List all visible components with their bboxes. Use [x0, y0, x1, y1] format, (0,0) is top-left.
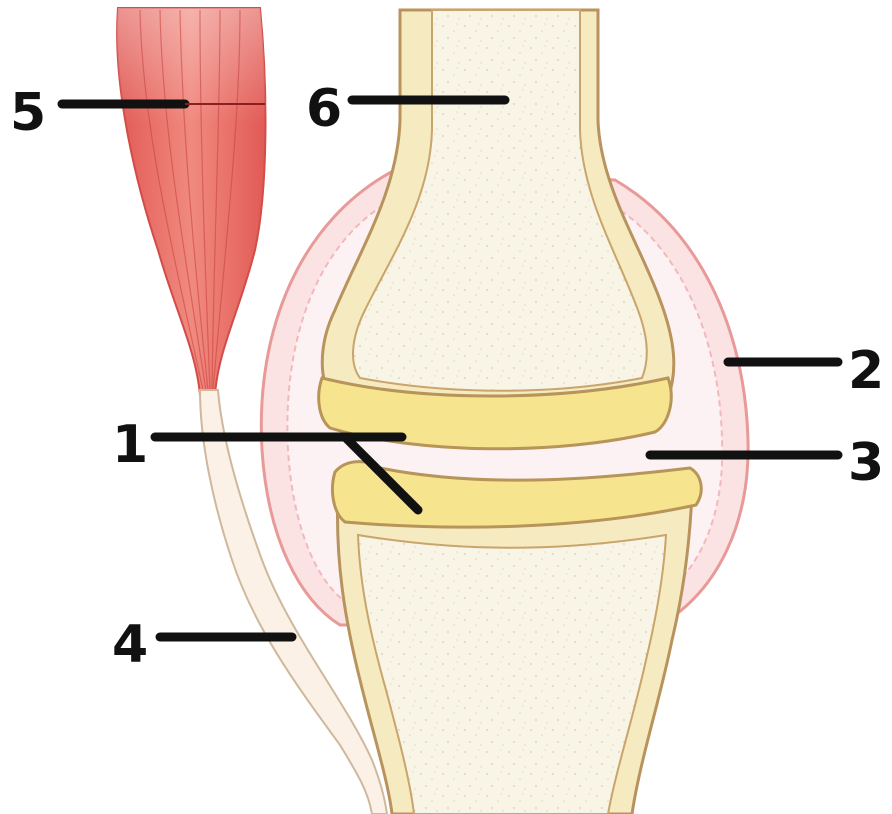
label-1: 1 [112, 415, 148, 475]
label-6: 6 [306, 79, 342, 139]
label-4: 4 [112, 615, 148, 675]
label-2: 2 [848, 341, 884, 401]
label-5: 5 [10, 83, 46, 143]
label-3: 3 [848, 433, 884, 493]
